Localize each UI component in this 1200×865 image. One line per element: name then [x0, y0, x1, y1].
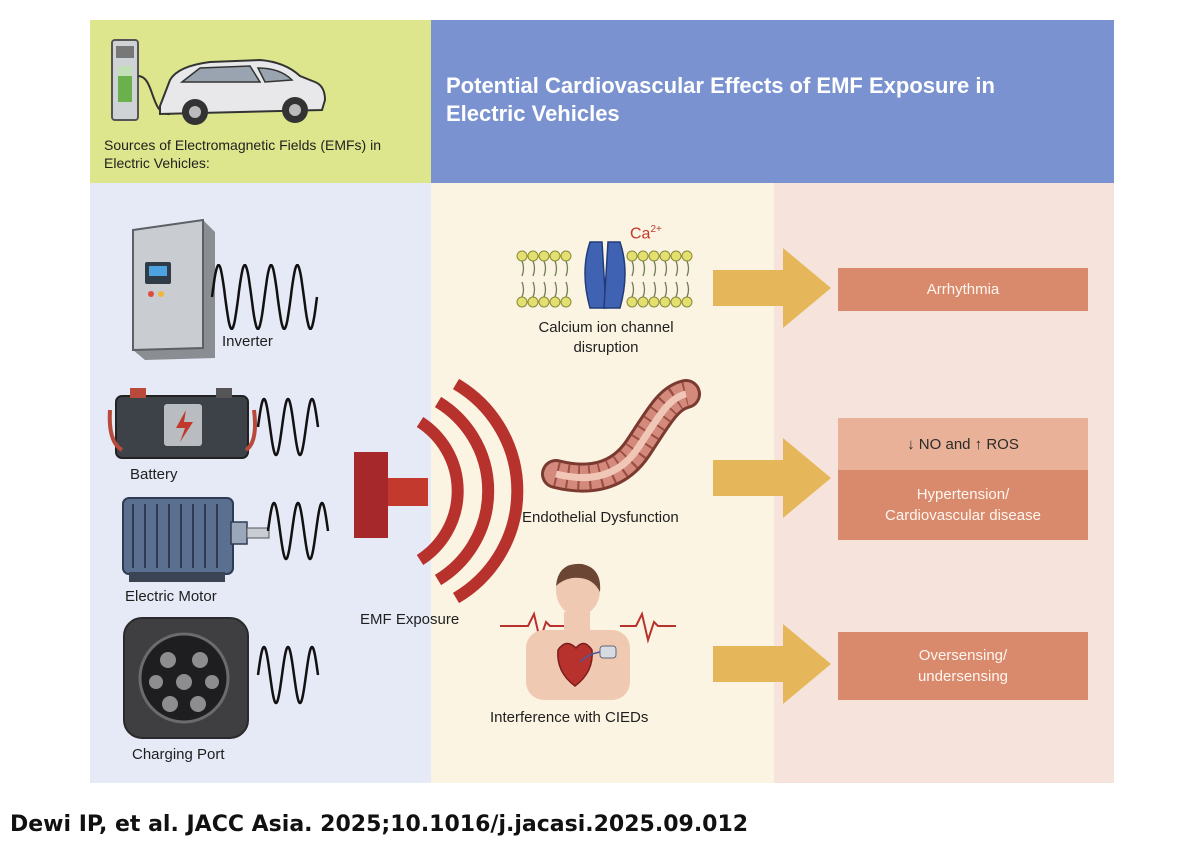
lipid-head-icon — [549, 250, 561, 262]
lipid-head-icon — [637, 250, 649, 262]
electric-motor-label: Electric Motor — [125, 588, 217, 605]
inverter-icon — [132, 218, 215, 360]
lipid-head-icon — [527, 296, 539, 308]
lipid-tail-icon — [521, 260, 525, 277]
patient-pacemaker-icon — [500, 563, 676, 700]
lipid-head-icon — [527, 250, 539, 262]
calcium-mechanism-label: Calcium ion channel disruption — [538, 319, 674, 356]
lipid-head-icon — [538, 296, 550, 308]
lipid-tail-icon — [543, 281, 547, 298]
endothelial-label: Endothelial Dysfunction — [522, 509, 679, 526]
lipid-head-icon — [681, 296, 693, 308]
charging-port-wave-icon — [256, 645, 320, 705]
lipid-tail-icon — [554, 281, 558, 298]
lipid-head-icon — [516, 296, 528, 308]
lipid-tail-icon — [664, 260, 668, 277]
charging-port-label: Charging Port — [132, 746, 225, 763]
no-ros-box: ↓ NO and ↑ ROS — [838, 418, 1088, 470]
lipid-tail-icon — [642, 260, 646, 277]
calcium-ion-label: Ca2+ — [630, 224, 662, 243]
emf-exposure-label: EMF Exposure — [360, 611, 460, 628]
electric-motor-icon — [122, 497, 270, 582]
lipid-tail-icon — [532, 260, 536, 277]
lipid-tail-icon — [565, 260, 569, 277]
citation: Dewi IP, et al. JACC Asia. 2025;10.1016/… — [10, 812, 749, 837]
lipid-head-icon — [637, 296, 649, 308]
lipid-tail-icon — [554, 260, 558, 277]
cied-label: Interference with CIEDs — [490, 709, 649, 726]
calcium-ion-channel-icon — [516, 241, 693, 309]
charging-port-icon — [123, 617, 249, 739]
sensing-box: Oversensing/undersensing — [838, 632, 1088, 700]
lipid-tail-icon — [675, 281, 679, 298]
arrow-icon — [713, 438, 831, 518]
lipid-tail-icon — [543, 260, 547, 277]
title-header-panel — [431, 20, 1114, 183]
inverter-wave-icon — [210, 263, 319, 331]
lipid-head-icon — [648, 250, 660, 262]
inverter-label: Inverter — [222, 333, 273, 350]
lipid-head-icon — [516, 250, 528, 262]
lipid-tail-icon — [675, 260, 679, 277]
motor-wave-icon — [266, 501, 330, 561]
lipid-tail-icon — [686, 281, 690, 298]
lipid-head-icon — [560, 296, 572, 308]
lipid-tail-icon — [653, 281, 657, 298]
sources-title: Sources of Electromagnetic Fields (EMFs)… — [104, 137, 381, 171]
lipid-head-icon — [659, 296, 671, 308]
arrow-icon — [713, 624, 831, 704]
main-title: Potential Cardiovascular Effects of EMF … — [446, 73, 995, 126]
arrhythmia-box: Arrhythmia — [838, 268, 1088, 311]
lipid-tail-icon — [565, 281, 569, 298]
battery-label: Battery — [130, 466, 178, 483]
ev-charging-car-icon — [111, 39, 327, 125]
lipid-tail-icon — [521, 281, 525, 298]
lipid-head-icon — [560, 250, 572, 262]
arrow-icon — [713, 248, 831, 328]
lipid-head-icon — [648, 296, 660, 308]
lipid-tail-icon — [686, 260, 690, 277]
lipid-head-icon — [681, 250, 693, 262]
lipid-tail-icon — [532, 281, 536, 298]
lipid-tail-icon — [664, 281, 668, 298]
lipid-head-icon — [659, 250, 671, 262]
emf-emitter-icon — [354, 378, 524, 604]
lipid-tail-icon — [631, 281, 635, 298]
lipid-head-icon — [549, 296, 561, 308]
hypertension-box: Hypertension/Cardiovascular disease — [838, 470, 1088, 540]
lipid-tail-icon — [653, 260, 657, 277]
lipid-head-icon — [670, 296, 682, 308]
lipid-tail-icon — [642, 281, 646, 298]
blood-vessel-icon — [541, 379, 701, 493]
lipid-head-icon — [626, 250, 638, 262]
lipid-head-icon — [538, 250, 550, 262]
battery-icon — [107, 388, 257, 459]
battery-wave-icon — [256, 397, 320, 457]
lipid-tail-icon — [631, 260, 635, 277]
lipid-head-icon — [670, 250, 682, 262]
lipid-head-icon — [626, 296, 638, 308]
